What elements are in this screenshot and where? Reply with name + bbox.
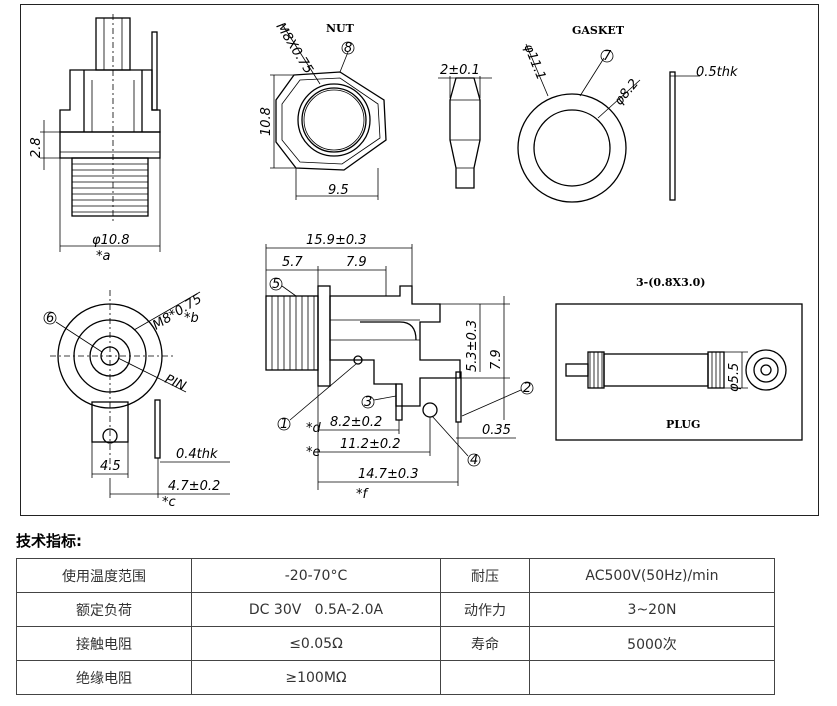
dim-2-8: 2.8	[29, 137, 44, 158]
callout-3: 3	[364, 395, 372, 410]
mark-f: *f	[356, 487, 370, 502]
spec-value: ≤0.05Ω	[191, 626, 441, 661]
dim-5-3: 5.3±0.3	[465, 320, 480, 372]
mark-e: *e	[306, 445, 321, 460]
spec-key: 额定负荷	[16, 592, 192, 627]
dim-10-8-dia: φ10.8	[92, 233, 130, 248]
nut-side-view: 2±0.1	[438, 63, 492, 189]
front-view: 2.8 φ10.8 *a	[29, 14, 161, 264]
dim-7-9-v: 7.9	[489, 349, 504, 370]
dim-14-7: 14.7±0.3	[358, 467, 419, 482]
spec-value: ≥100MΩ	[191, 660, 441, 695]
spec-key: 使用温度范围	[16, 558, 192, 593]
callout-6: 6	[46, 311, 54, 326]
nut-view: NUT M8X0.75 8 10.8 9.5	[259, 20, 387, 200]
dim-10-8: 10.8	[259, 107, 274, 136]
spec-table: 使用温度范围 -20-70°C 耐压 AC500V(50Hz)/min 额定负荷…	[16, 558, 775, 695]
plug-count-label: 3-(0.8X3.0)	[636, 276, 705, 289]
table-row: 绝缘电阻 ≥100MΩ	[16, 660, 775, 695]
spec-value: -20-70°C	[191, 558, 441, 593]
callout-8: 8	[344, 41, 352, 56]
dim-4-7: 4.7±0.2	[168, 479, 220, 494]
spec-value: AC500V(50Hz)/min	[529, 558, 775, 593]
spec-value	[529, 660, 775, 695]
spec-key: 接触电阻	[16, 626, 192, 661]
dim-0-5thk: 0.5thk	[696, 65, 738, 80]
dim-7-9-h: 7.9	[346, 255, 367, 270]
drawing-frame	[20, 4, 819, 516]
plug-label: PLUG	[666, 418, 700, 431]
spec-value: 3~20N	[529, 592, 775, 627]
nut-label: NUT	[326, 22, 355, 35]
dim-9-5: 9.5	[328, 183, 349, 198]
gasket-label: GASKET	[572, 24, 625, 37]
mark-c: *c	[162, 495, 176, 510]
dim-2-01: 2±0.1	[440, 63, 480, 78]
spec-value: 5000次	[529, 626, 775, 661]
callout-7: 7	[603, 49, 612, 64]
dim-0-35: 0.35	[482, 423, 511, 438]
spec-title: 技术指标:	[16, 532, 82, 550]
dim-8-2: φ8.2	[612, 77, 642, 109]
spec-key: 绝缘电阻	[16, 660, 192, 695]
side-view: 15.9±0.3 5.7 7.9 5.3±0.3 7.9 5 1 3 2 4	[265, 233, 534, 502]
callout-1: 1	[280, 417, 288, 432]
dim-11-1: φ11.1	[520, 42, 548, 82]
callout-2: 2	[523, 381, 531, 396]
mark-a: *a	[96, 249, 111, 264]
dim-m8x075: M8X0.75	[273, 20, 316, 77]
dim-11-2: 11.2±0.2	[340, 437, 401, 452]
dim-4-5: 4.5	[100, 459, 121, 474]
dim-5-5: φ5.5	[727, 363, 742, 392]
dim-15-9: 15.9±0.3	[306, 233, 367, 248]
plug-view: 3-(0.8X3.0) φ5.5 PLUG	[555, 276, 803, 441]
bottom-front-view: 6 M8*0.75 *b PIN 0.4thk 4.5 4.7±0.2 *c	[43, 290, 230, 510]
table-row: 使用温度范围 -20-70°C 耐压 AC500V(50Hz)/min	[16, 558, 775, 593]
callout-5: 5	[272, 277, 280, 292]
table-row: 接触电阻 ≤0.05Ω 寿命 5000次	[16, 626, 775, 661]
gasket-view: GASKET φ11.1 7 φ8.2 0.5thk	[517, 24, 738, 203]
spec-key: 耐压	[440, 558, 530, 593]
dim-5-7: 5.7	[282, 255, 303, 270]
spec-value: DC 30V 0.5A-2.0A	[191, 592, 441, 627]
dim-0-4thk: 0.4thk	[176, 447, 218, 462]
callout-4: 4	[470, 453, 478, 468]
spec-key: 动作力	[440, 592, 530, 627]
mark-b: *b	[184, 311, 199, 326]
spec-key	[440, 660, 530, 695]
dim-8-2-02: 8.2±0.2	[330, 415, 382, 430]
mark-d: *d	[306, 421, 322, 436]
technical-drawing: 2.8 φ10.8 *a NUT M8X0.75 8 10.8 9.5	[29, 14, 803, 510]
spec-key: 寿命	[440, 626, 530, 661]
table-row: 额定负荷 DC 30V 0.5A-2.0A 动作力 3~20N	[16, 592, 775, 627]
